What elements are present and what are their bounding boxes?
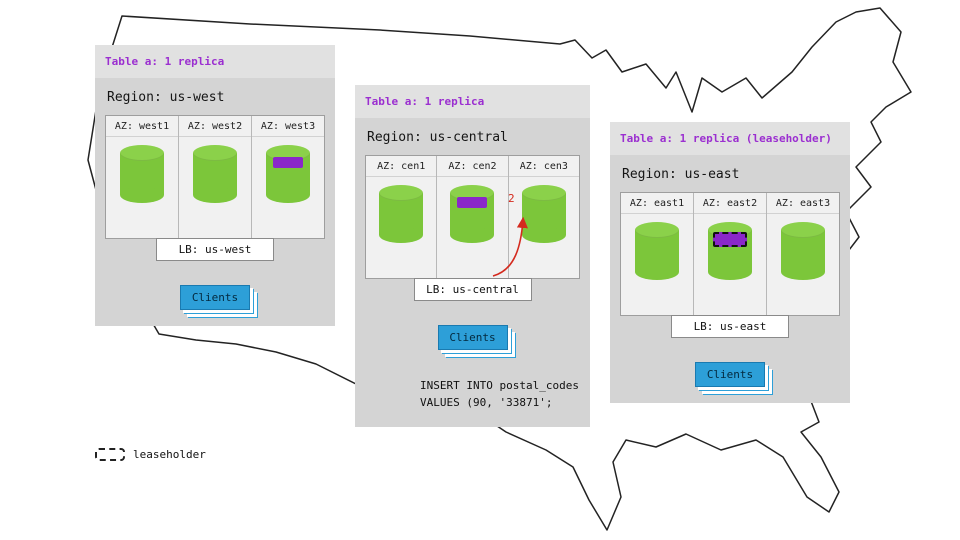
- load-balancer-box: LB: us-west: [156, 238, 274, 261]
- load-balancer-box: LB: us-central: [413, 278, 532, 301]
- region-panel-body: Region: us-central AZ: cen1 AZ: cen2 AZ:…: [355, 118, 590, 427]
- az-column-west1: AZ: west1: [106, 116, 179, 238]
- load-balancer-box: LB: us-east: [671, 315, 789, 338]
- az-column-cen2: AZ: cen2: [437, 156, 509, 278]
- clients-button: Clients: [695, 362, 765, 387]
- clients-button: Clients: [437, 325, 508, 350]
- region-panel-body: Region: us-west AZ: west1 AZ: west2 AZ: …: [95, 78, 335, 326]
- az-column-east3: AZ: east3: [767, 193, 839, 315]
- database-cylinder-icon: [193, 145, 237, 203]
- region-panel-body: Region: us-east AZ: east1 AZ: east2 AZ: …: [610, 155, 850, 403]
- az-column-west3: AZ: west3: [252, 116, 324, 238]
- az-label: AZ: cen2: [437, 156, 508, 177]
- database-cylinder-icon: [781, 222, 825, 280]
- sql-line: INSERT INTO postal_codes: [420, 379, 579, 392]
- database-cylinder-icon: [120, 145, 164, 203]
- az-label: AZ: west3: [252, 116, 324, 137]
- sql-line: VALUES (90, '33871';: [420, 395, 553, 409]
- region-label: Region: us-east: [622, 167, 740, 182]
- table-replica-label: Table a: 1 replica: [95, 45, 335, 78]
- leaseholder-marker: [713, 232, 747, 247]
- az-column-cen1: AZ: cen1: [366, 156, 438, 278]
- az-label: AZ: cen3: [508, 156, 579, 177]
- leaseholder-swatch-icon: [95, 448, 125, 461]
- table-replica-label: Table a: 1 replica: [355, 85, 590, 118]
- arrow-step-number: 2: [508, 192, 515, 205]
- region-label: Region: us-central: [367, 130, 508, 145]
- region-label: Region: us-west: [107, 90, 225, 105]
- sql-insert-statement: INSERT INTO postal_codes VALUES (90, '33…: [420, 378, 580, 411]
- replica-marker: [273, 157, 303, 168]
- az-label: AZ: east1: [621, 193, 693, 214]
- az-label: AZ: east2: [694, 193, 766, 214]
- az-box: AZ: cen1 AZ: cen2 AZ: cen3: [365, 155, 580, 279]
- az-box: AZ: east1 AZ: east2 AZ: east3: [620, 192, 840, 316]
- legend-leaseholder: leaseholder: [95, 448, 206, 461]
- database-cylinder-icon: [521, 185, 566, 243]
- az-column-east2: AZ: east2: [694, 193, 767, 315]
- region-panel-us-west: Table a: 1 replica Region: us-west AZ: w…: [95, 45, 335, 326]
- region-panel-us-east: Table a: 1 replica (leaseholder) Region:…: [610, 122, 850, 403]
- az-label: AZ: east3: [767, 193, 839, 214]
- table-replica-label: Table a: 1 replica (leaseholder): [610, 122, 850, 155]
- replica-marker: [457, 197, 488, 208]
- az-label: AZ: west2: [179, 116, 251, 137]
- az-label: AZ: west1: [106, 116, 178, 137]
- az-column-east1: AZ: east1: [621, 193, 694, 315]
- database-cylinder-icon: [379, 185, 424, 243]
- region-panel-us-central: Table a: 1 replica Region: us-central AZ…: [355, 85, 590, 427]
- clients-button: Clients: [180, 285, 250, 310]
- az-label: AZ: cen1: [366, 156, 437, 177]
- legend-label: leaseholder: [133, 448, 206, 461]
- az-column-cen3: AZ: cen3: [508, 156, 579, 278]
- az-box: AZ: west1 AZ: west2 AZ: west3: [105, 115, 325, 239]
- az-column-west2: AZ: west2: [179, 116, 252, 238]
- database-cylinder-icon: [635, 222, 679, 280]
